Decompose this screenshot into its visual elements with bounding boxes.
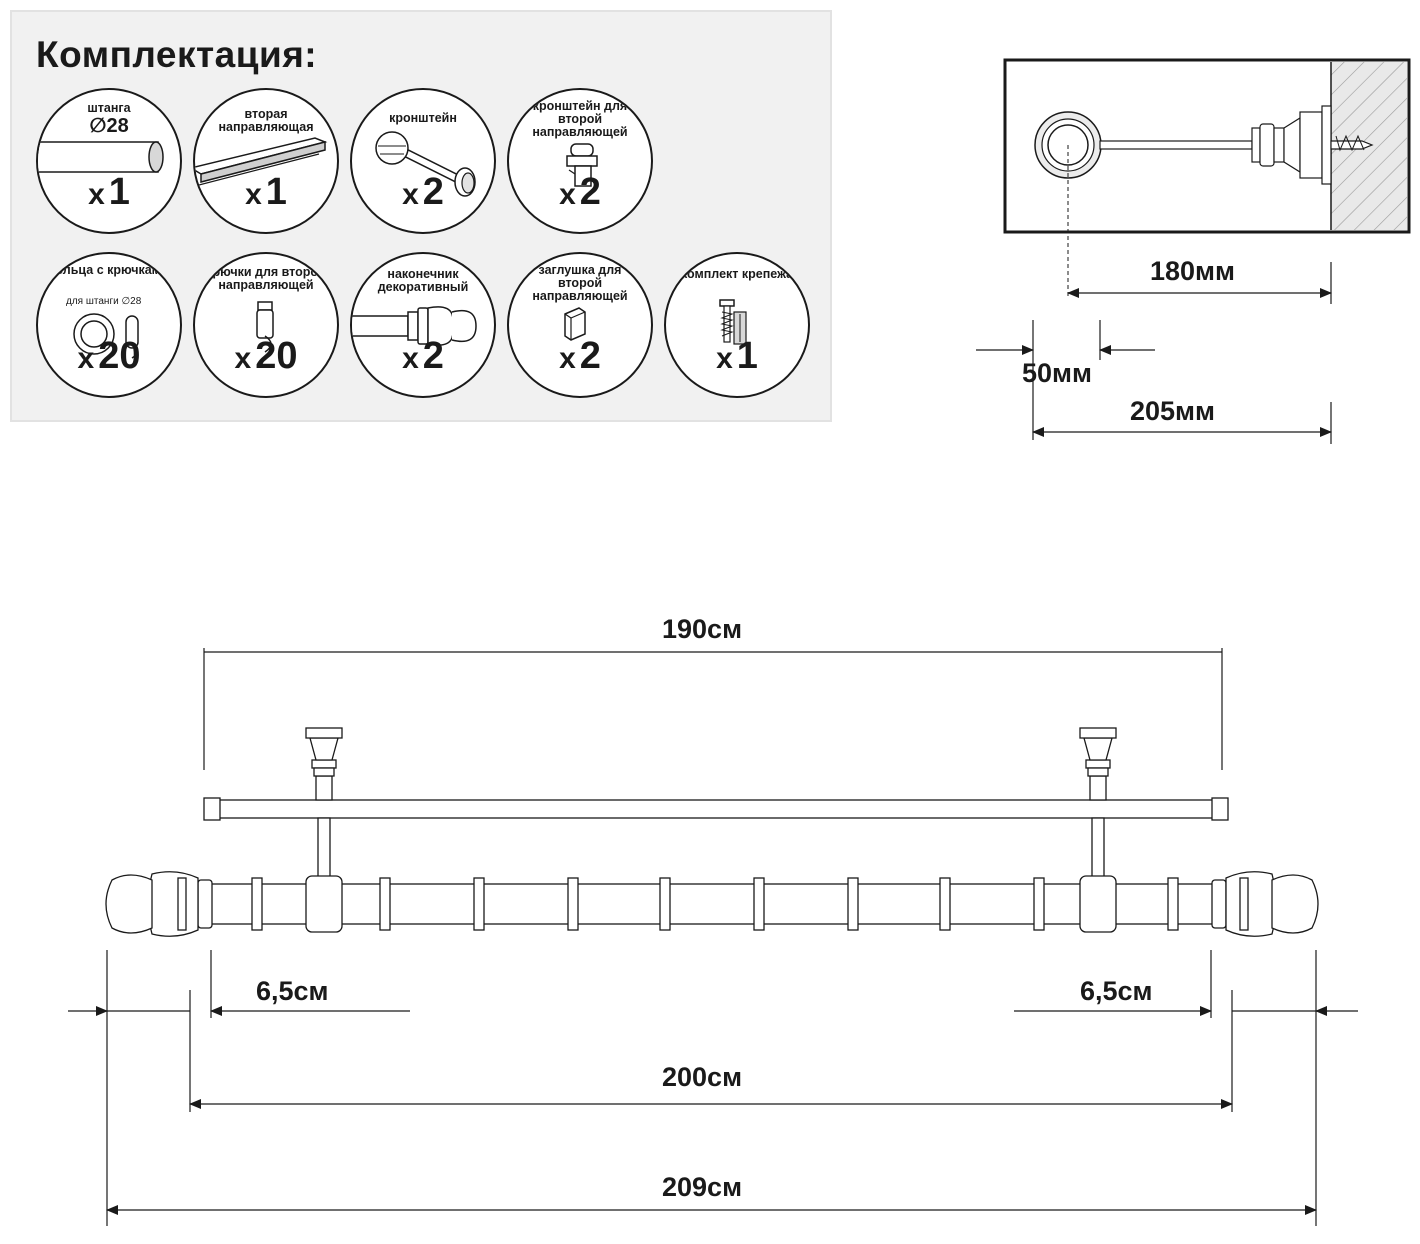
dim-label-209cm: 209см xyxy=(662,1172,743,1202)
rod-assembly xyxy=(203,727,1229,933)
right-finial xyxy=(1211,871,1319,937)
bracket-side-view xyxy=(1003,58,1411,298)
dim-label-180mm: 180мм xyxy=(1150,256,1235,286)
dim-label-6-5cm-right: 6,5см xyxy=(1080,976,1153,1006)
track-bracket-icon xyxy=(566,143,598,187)
item-label: кронштейн xyxy=(389,111,457,125)
rod-dimension-lines xyxy=(68,648,1358,1226)
dim-label-200cm: 200см xyxy=(662,1062,743,1092)
track-hook-icon xyxy=(256,301,274,353)
item-label: комплект крепежа xyxy=(680,267,794,281)
dim-label-50mm: 50мм xyxy=(1022,358,1092,388)
kit-title: Комплектация: xyxy=(36,34,318,75)
item-label: штанга ∅28 xyxy=(87,101,131,138)
ring-hook-icon xyxy=(73,313,139,359)
item-sub: для штанги ∅28 xyxy=(66,296,142,307)
bracket-icon xyxy=(375,131,476,197)
rod-rings xyxy=(251,877,1179,931)
item-label: вторая направляющая xyxy=(218,107,314,134)
item-label: наконечник декоративный xyxy=(377,267,469,294)
dim-label-190cm: 190см xyxy=(662,614,743,644)
item-label: заглушка для второй направляющей xyxy=(532,263,628,303)
left-finial xyxy=(105,871,213,937)
item-label: крючки для второй направляющей xyxy=(206,265,326,292)
track-icon xyxy=(195,137,328,187)
end-cap-icon xyxy=(564,307,586,341)
item-label: кронштейн для второй направляющей xyxy=(532,99,628,139)
bracket-dimension-lines xyxy=(976,262,1332,444)
rod-icon xyxy=(38,141,164,173)
dim-label-6-5cm-left: 6,5см xyxy=(256,976,329,1006)
item-label: кольца с крючками xyxy=(49,263,169,277)
screw-dowel-icon xyxy=(719,299,747,345)
dim-label-205mm: 205мм xyxy=(1130,396,1215,426)
finial-icon xyxy=(352,306,477,346)
